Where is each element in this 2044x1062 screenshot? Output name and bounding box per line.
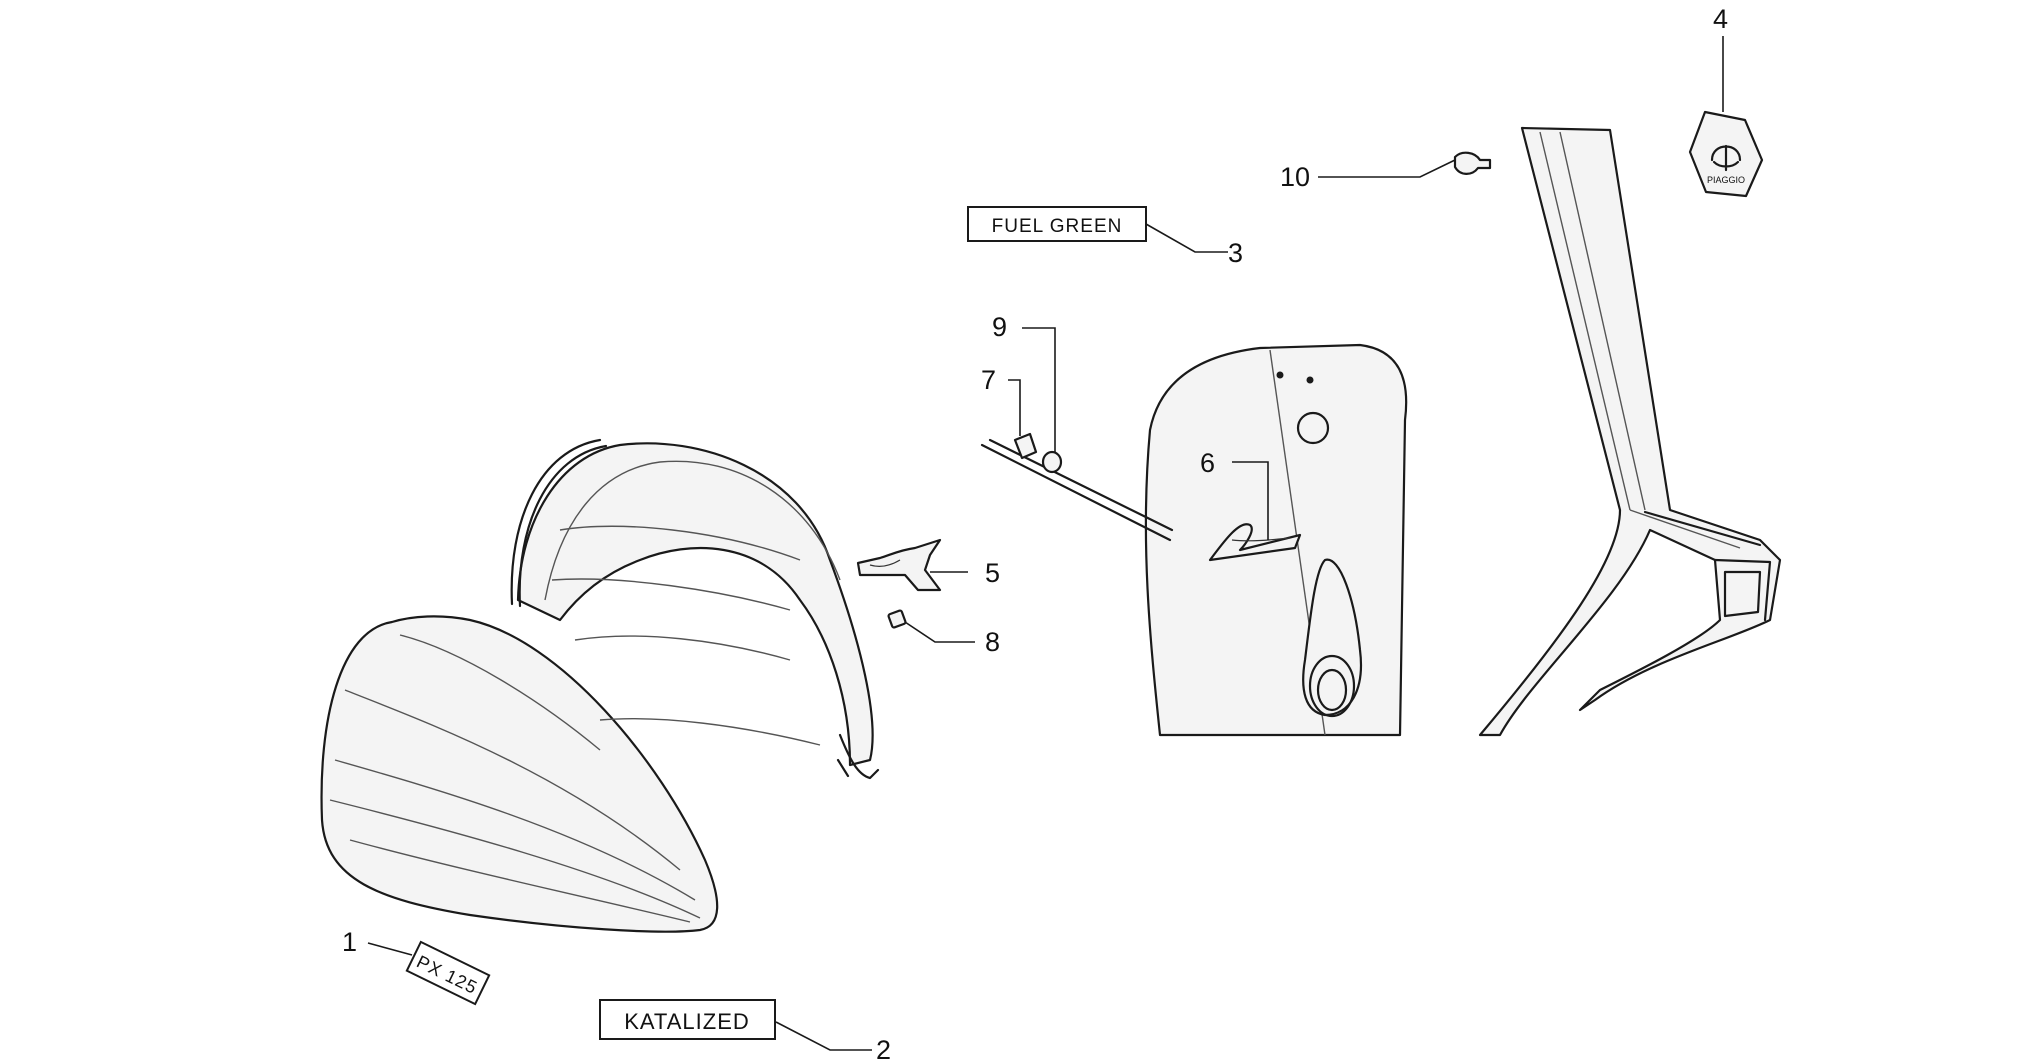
fastener-part-10 [1453, 151, 1492, 175]
callout-7: 6 [1200, 448, 1215, 478]
callout-4: 4 [1713, 4, 1728, 34]
katalized-decal: KATALIZED [599, 999, 776, 1040]
callout-9: 9 [992, 312, 1007, 342]
katalized-decal-label: KATALIZED [624, 1009, 750, 1034]
px125-decal: PX 125 [405, 940, 491, 1006]
clip-part-7 [1013, 432, 1038, 460]
piaggio-logo-part-4: PIAGGIO [1688, 110, 1764, 198]
callout-3: 3 [1228, 238, 1243, 268]
callout-8: 7 [981, 365, 996, 395]
frame-tunnel-part [1478, 126, 1782, 737]
grommet-part-9 [1041, 450, 1063, 474]
callout-2: 2 [876, 1035, 891, 1062]
emblem-part-5 [856, 538, 942, 592]
piaggio-logo-label: PIAGGIO [1707, 175, 1745, 185]
leg-shield-part [980, 343, 1408, 737]
callout-numbers: 1 2 3 4 5 8 6 7 9 10 [342, 4, 1728, 1062]
clip-part-8 [887, 609, 907, 629]
fuel-green-decal: FUEL GREEN [967, 206, 1147, 242]
script-emblem-part-6 [1208, 523, 1302, 562]
callout-10: 10 [1280, 162, 1310, 192]
horn-inner-shell-part [510, 438, 880, 780]
callout-5: 5 [985, 558, 1000, 588]
callout-6: 8 [985, 627, 1000, 657]
leader-lines [367, 36, 1724, 1051]
fuel-green-decal-label: FUEL GREEN [992, 216, 1123, 237]
horn-cover-part [320, 615, 719, 933]
callout-1: 1 [342, 927, 357, 957]
